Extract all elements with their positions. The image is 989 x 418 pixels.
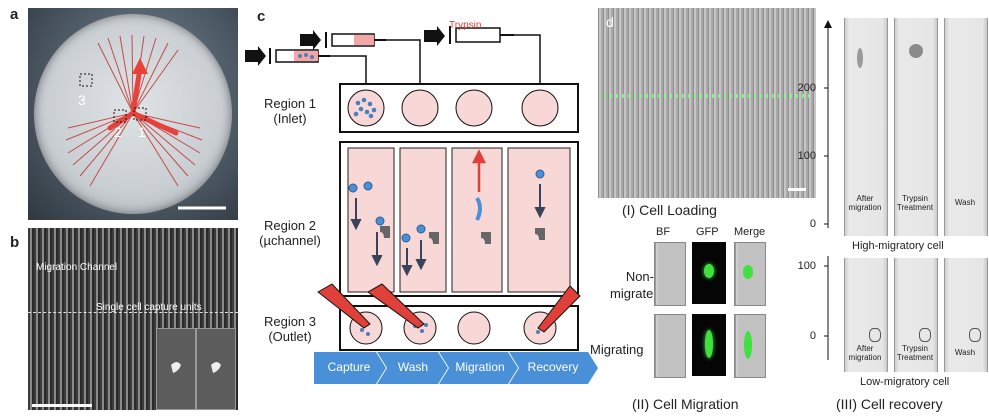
migration-channel-label: Migration Channel — [36, 262, 118, 273]
row-nonmigrated-2: migrated — [610, 286, 661, 301]
step-chevrons — [314, 352, 598, 384]
region1-label: Region 1 (Inlet) — [256, 96, 324, 126]
panel-label-a: a — [10, 6, 19, 23]
head-bf: BF — [656, 226, 671, 238]
head-gfp: GFP — [696, 226, 719, 238]
region2-title: Region 2 — [263, 218, 317, 233]
inlet-cells — [353, 97, 377, 119]
low-cap-1: After migration — [844, 344, 886, 362]
sem-image: Migration Channel Single cell capture un… — [28, 228, 238, 410]
label-1: 1 — [138, 124, 146, 140]
high-cap-1: After migration — [844, 194, 886, 212]
loading-scale-bar — [788, 188, 806, 191]
high-cap-2b: Treatment — [896, 203, 934, 212]
syringe-3 — [424, 26, 514, 46]
box-3 — [79, 73, 93, 87]
low-tick-0: 0 — [809, 330, 816, 342]
step-recovery: Recovery — [527, 360, 579, 374]
low-cap-2a: Trypsin — [902, 344, 928, 353]
box-1 — [133, 107, 147, 121]
workflow-diagram — [245, 26, 598, 384]
gfp-nonmigrated — [692, 242, 726, 304]
low-cap-1b: migration — [848, 353, 882, 362]
capture-line — [28, 312, 238, 313]
flow-arrows — [350, 184, 546, 277]
migration-arrow — [471, 149, 487, 192]
sem-scale-bar — [32, 404, 92, 407]
low-cap-2: Trypsin Treatment — [894, 344, 936, 362]
row-migrating: Migrating — [590, 342, 644, 357]
main-red-channels — [107, 65, 179, 136]
pipettes — [317, 283, 581, 333]
high-after-migration — [844, 18, 888, 236]
region1-title: Region 1 — [263, 96, 317, 111]
red-arrow-head — [132, 58, 148, 74]
cell-migration-title: (II) Cell Migration — [632, 396, 739, 412]
trypsin-label: Trypsin — [449, 20, 482, 31]
region3-sub: (Outlet) — [268, 329, 312, 344]
channel-cells — [348, 169, 545, 243]
device-photo: 3 2 1 — [28, 8, 238, 220]
low-tick-100: 100 — [797, 260, 816, 272]
region3-label: Region 3 (Outlet) — [256, 314, 324, 344]
high-axis — [824, 20, 832, 228]
low-cap-1a: After — [856, 344, 874, 353]
high-cap-1a: After — [856, 194, 874, 203]
high-title: High-migratory cell — [852, 240, 944, 252]
head-merge: Merge — [734, 226, 766, 238]
device-channels-svg — [65, 34, 226, 210]
gfp-migrating — [692, 314, 726, 376]
syringe-1 — [245, 46, 330, 66]
high-tick-100: 100 — [797, 150, 816, 162]
high-tick-0: 0 — [809, 218, 816, 230]
low-trypsin — [894, 258, 938, 372]
syringe-2 — [300, 30, 386, 50]
cell-recovery-title: (III) Cell recovery — [836, 396, 943, 412]
panel-label-c: c — [257, 8, 266, 25]
outlet-cells — [360, 323, 540, 336]
merge-nonmigrated — [734, 242, 766, 306]
row-nonmigrated-1: Non- — [625, 269, 654, 284]
high-tick-200: 200 — [797, 82, 816, 94]
low-title: Low-migratory cell — [860, 376, 950, 388]
capture-units-label: Single cell capture units — [96, 302, 202, 313]
low-wash — [944, 258, 988, 372]
panel-label-d: d — [606, 14, 614, 30]
sem-inset-right — [196, 328, 236, 410]
high-cap-2a: Trypsin — [902, 194, 928, 203]
step-wash: Wash — [397, 360, 429, 374]
region1-sub: (Inlet) — [273, 111, 307, 126]
high-cap-2: Trypsin Treatment — [894, 194, 936, 212]
region2-label: Region 2 (µchannel) — [254, 218, 326, 248]
low-cap-2b: Treatment — [896, 353, 934, 362]
capture-units — [380, 226, 545, 244]
low-cap-3: Wash — [954, 348, 976, 357]
label-2: 2 — [114, 124, 122, 140]
region3-title: Region 3 — [263, 314, 317, 329]
high-cap-3: Wash — [954, 198, 976, 207]
step-migration: Migration — [455, 360, 505, 374]
loaded-cells-row — [604, 94, 810, 98]
merge-migrating — [734, 314, 766, 378]
bf-nonmigrated — [654, 242, 686, 306]
high-wash — [944, 18, 988, 236]
label-3: 3 — [78, 92, 86, 108]
step-capture: Capture — [327, 360, 371, 374]
low-axis — [824, 256, 829, 360]
cell-loading-image: d — [598, 8, 816, 198]
bf-migrating — [654, 314, 686, 378]
sem-inset-left — [156, 328, 196, 410]
region2-sub: (µchannel) — [259, 233, 321, 248]
high-trypsin — [894, 18, 938, 236]
low-after-migration — [844, 258, 888, 372]
row-nonmigrated: Non- migrated — [610, 268, 661, 302]
box-2 — [113, 109, 127, 123]
cell-loading-title: (I) Cell Loading — [622, 202, 717, 218]
panel-label-b: b — [10, 234, 20, 251]
high-cap-1b: migration — [848, 203, 882, 212]
